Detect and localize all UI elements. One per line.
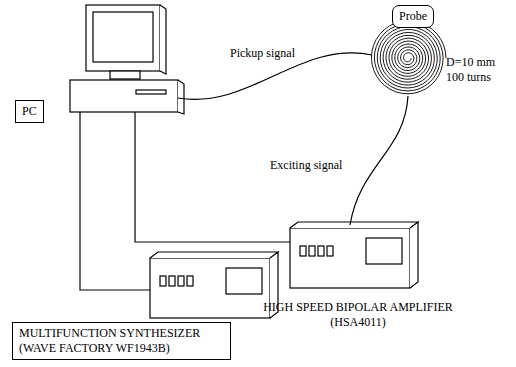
device-label: MULTIFUNCTION SYNTHESIZER (WAVE FACTORY … [12, 322, 231, 360]
signal-cable [80, 112, 150, 290]
device-label: HIGH SPEED BIPOLAR AMPLIFIER (HSA4011) [262, 300, 454, 330]
device-node: HIGH SPEED BIPOLAR AMPLIFIER (HSA4011) [258, 218, 458, 340]
signal-label: Pickup signal [228, 46, 297, 61]
coil-spec: D=10 mm 100 turns [446, 55, 502, 85]
device-node: PC [10, 5, 185, 125]
signal-label: Exciting signal [268, 158, 344, 173]
synthesizer-icon [150, 252, 278, 318]
signal-cable [135, 112, 290, 242]
probe-coil [372, 21, 447, 94]
amplifier-icon [290, 222, 418, 288]
pc-label: PC [15, 100, 44, 123]
device-node: ProbeD=10 mm 100 turns [370, 3, 510, 100]
device-node: MULTIFUNCTION SYNTHESIZER (WAVE FACTORY … [10, 250, 278, 364]
computer-icon [70, 5, 184, 114]
signal-cable [350, 96, 408, 225]
probe-label: Probe [392, 5, 434, 28]
